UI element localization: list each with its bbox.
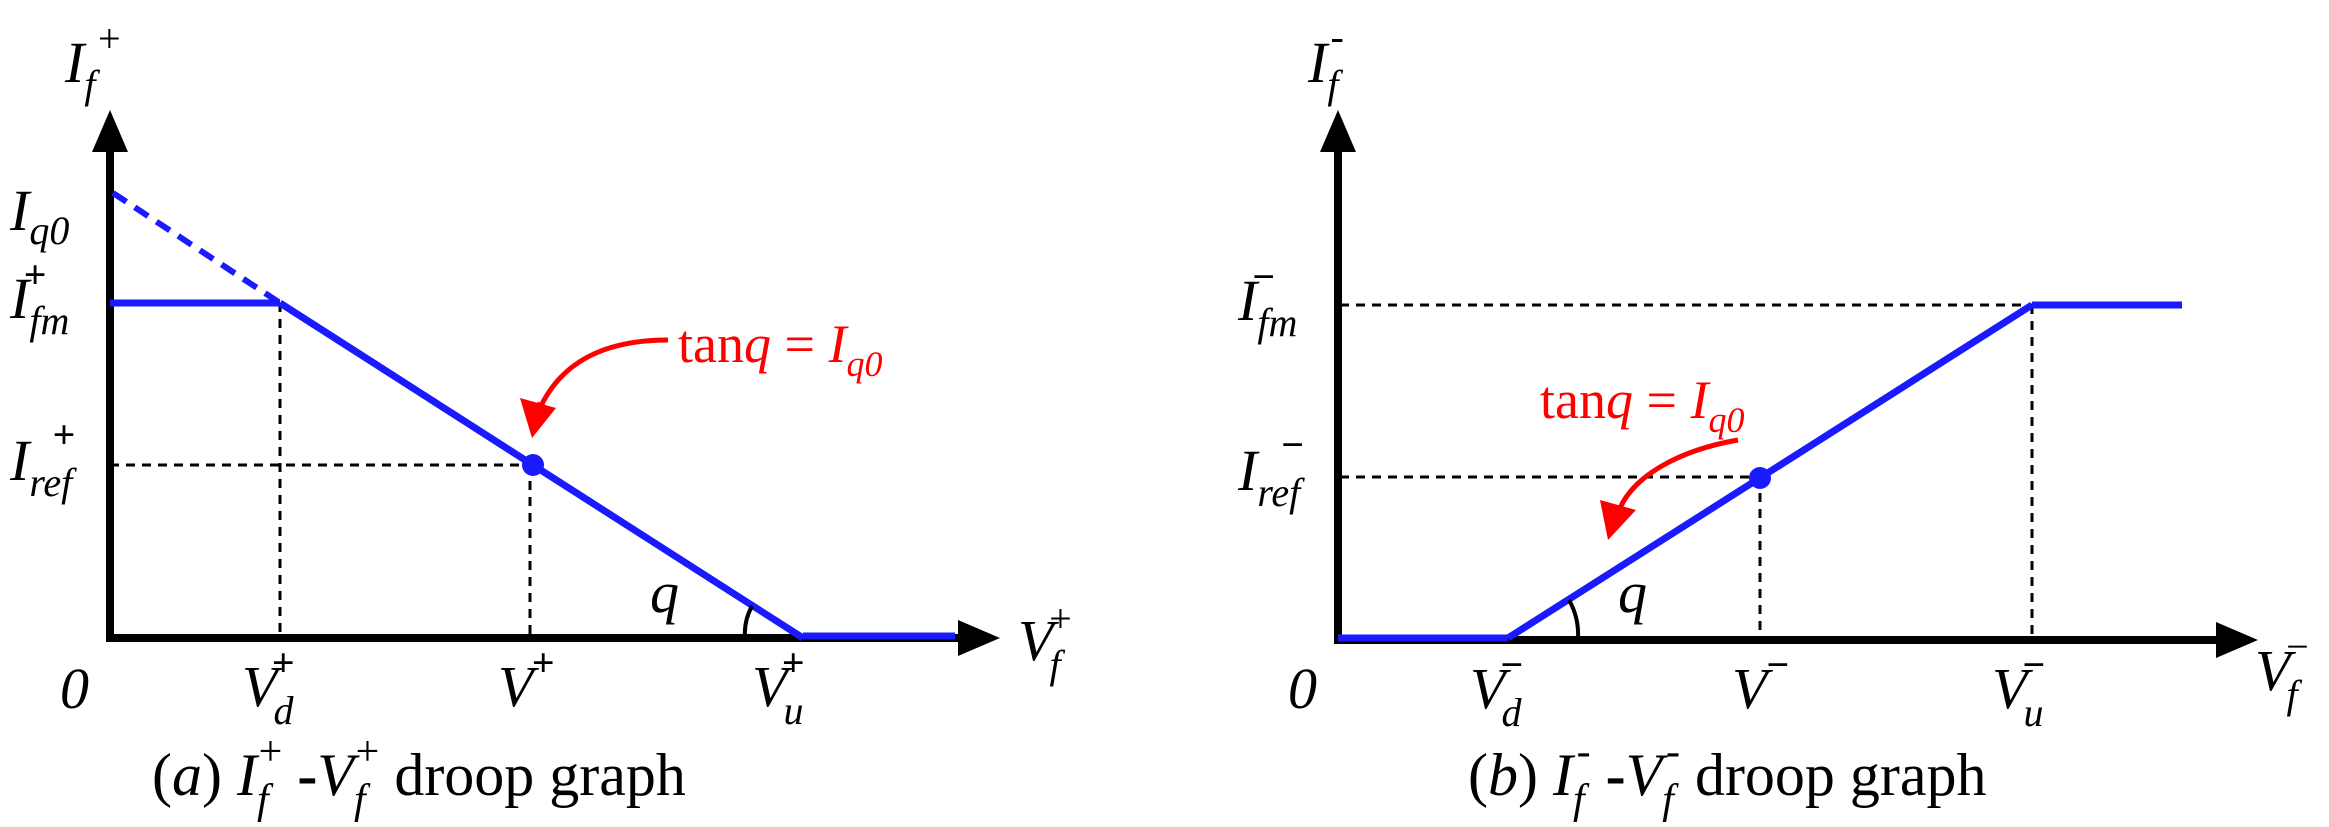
panel-b-angle-label: q bbox=[1618, 560, 1647, 625]
panel-b-curve bbox=[1338, 301, 2182, 642]
panel-a-annotation-arrowhead bbox=[520, 398, 556, 438]
panel-b-y-arrowhead bbox=[1320, 110, 1356, 152]
panel-a-curve-dashed-extension bbox=[111, 190, 282, 306]
panel-a-annotation-arrow bbox=[537, 337, 669, 413]
panel-a-curve bbox=[110, 190, 955, 641]
panel-b-caption: (b) If- -Vf- droop graph bbox=[1468, 729, 1987, 823]
panel-a-xtick-vd: Vd+ bbox=[242, 640, 294, 733]
panel-b-ytick-ifm: Ifm− bbox=[1237, 254, 1297, 345]
panel-a-x-arrowhead bbox=[958, 620, 1000, 656]
panel-a-annotation-text: tanq = Iq0 bbox=[678, 314, 882, 384]
panel-b-operating-point bbox=[1749, 467, 1771, 489]
panel-a-ytick-iref: Iref+ bbox=[9, 412, 77, 505]
panel-a-operating-point bbox=[522, 454, 544, 476]
panel-b-y-axis-label: If- bbox=[1307, 14, 1344, 107]
panel-a-xtick-v: V+ bbox=[498, 640, 554, 719]
panel-b-annotation-text: tanq = Iq0 bbox=[1540, 370, 1744, 440]
panel-b-annotation-arrowhead bbox=[1600, 500, 1636, 540]
panel-a-y-axis-label: If+ bbox=[64, 16, 122, 107]
panel-b-x-arrowhead bbox=[2216, 622, 2258, 658]
panel-b: tanq = Iq0 If- Vf− 0 Ifm− Iref− Vd− V− V… bbox=[1237, 14, 2311, 823]
panel-a-caption: (a) If+ -Vf+ droop graph bbox=[152, 729, 686, 823]
panel-b-xtick-vd: Vd− bbox=[1470, 642, 1524, 735]
panel-b-ytick-iref: Iref− bbox=[1237, 422, 1305, 515]
panel-b-x-axis-label: Vf− bbox=[2255, 624, 2311, 717]
panel-b-guides bbox=[1340, 303, 2034, 638]
panel-a-x-axis-label: Vf+ bbox=[1018, 596, 1074, 687]
panel-a-guides bbox=[110, 303, 532, 638]
panel-b-axes bbox=[1320, 110, 2258, 658]
panel-a-angle-label: q bbox=[650, 560, 679, 625]
panel-b-xtick-v: V− bbox=[1732, 642, 1790, 721]
panel-b-angle-arc bbox=[1567, 599, 1581, 639]
panel-a-xtick-vu: Vu+ bbox=[752, 640, 804, 733]
panel-a-ytick-ifm: Ifm+ bbox=[9, 252, 69, 343]
panel-a-origin-label: 0 bbox=[60, 656, 89, 721]
panel-a-ytick-iq0: Iq0 bbox=[9, 178, 69, 253]
panel-b-origin-label: 0 bbox=[1288, 656, 1317, 721]
panel-b-curve-slope bbox=[1506, 302, 2034, 641]
panel-a: tanq = Iq0 If+ Vf+ 0 Iq0 Ifm+ Iref+ Vd+ … bbox=[9, 16, 1074, 823]
panel-a-angle-arc bbox=[742, 605, 754, 639]
panel-b-xtick-vu: Vu− bbox=[1992, 642, 2046, 735]
panel-a-y-arrowhead bbox=[92, 110, 128, 152]
panel-b-annotation-arrow bbox=[1617, 437, 1739, 510]
